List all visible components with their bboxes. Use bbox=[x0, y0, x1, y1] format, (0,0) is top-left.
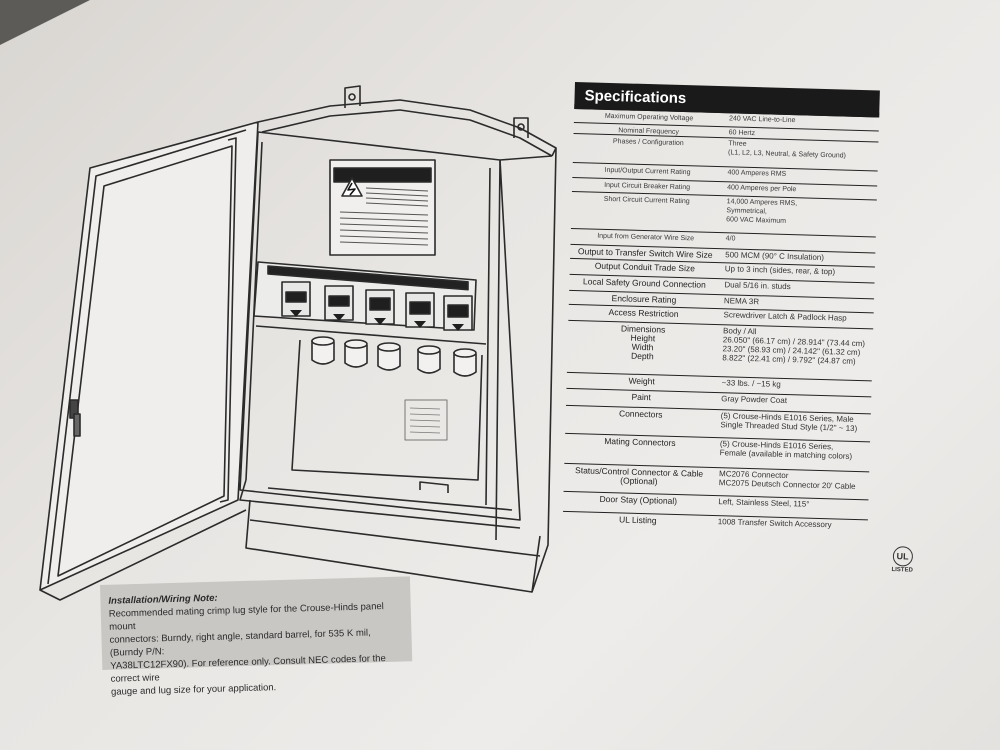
spec-key: Access Restriction bbox=[608, 307, 679, 319]
spec-value: 4/0 bbox=[725, 235, 736, 243]
spec-value: 400 Amperes RMS bbox=[727, 169, 787, 178]
spec-row: Dimensions Height Width Depth Body / All … bbox=[566, 320, 874, 382]
spec-key: Input/Output Current Rating bbox=[604, 166, 691, 177]
spec-key: Connectors bbox=[618, 408, 663, 420]
ul-listed-text: LISTED bbox=[891, 567, 913, 574]
spec-key: Output Conduit Trade Size bbox=[594, 260, 696, 274]
spec-value: NEMA 3R bbox=[723, 296, 760, 307]
spec-value: Dual 5/16 in. studs bbox=[724, 280, 791, 292]
spec-key: Door Stay (Optional) bbox=[599, 493, 678, 507]
spec-value: ~33 lbs. / ~15 kg bbox=[721, 378, 781, 389]
spec-value: Three (L1, L2, L3, Neutral, & Safety Gro… bbox=[727, 140, 847, 160]
spec-key: Enclosure Rating bbox=[611, 293, 677, 305]
spec-key: Status/Control Connector & Cable (Option… bbox=[574, 465, 704, 487]
spec-value: 1008 Transfer Switch Accessory bbox=[717, 517, 832, 530]
spec-key: UL Listing bbox=[618, 514, 657, 526]
spec-key: Maximum Operating Voltage bbox=[604, 112, 694, 123]
spec-value: 500 MCM (90° C Insulation) bbox=[725, 250, 825, 263]
spec-value: MC2076 Connector MC2075 Deutsch Connecto… bbox=[718, 469, 856, 491]
spec-value: 400 Amperes per Pole bbox=[727, 184, 797, 194]
specifications-table: Specifications Maximum Operating Voltage… bbox=[561, 82, 913, 590]
ul-listed-mark: UL LISTED bbox=[891, 546, 913, 574]
ul-logo-icon: UL bbox=[892, 546, 913, 567]
spec-key: Input from Generator Wire Size bbox=[597, 232, 695, 243]
spec-key: Output to Transfer Switch Wire Size bbox=[577, 246, 713, 260]
spec-key: Dimensions Height Width Depth bbox=[620, 323, 666, 362]
spec-key: Paint bbox=[631, 391, 652, 403]
spec-value: (5) Crouse-Hinds E1016 Series, Female (a… bbox=[719, 439, 853, 461]
spec-value: (5) Crouse-Hinds E1016 Series, Male Sing… bbox=[720, 411, 858, 434]
spec-value: 240 VAC Line-to-Line bbox=[728, 115, 796, 125]
installation-note: Installation/Wiring Note: Recommended ma… bbox=[100, 576, 413, 698]
spec-key: Local Safety Ground Connection bbox=[582, 276, 706, 290]
spec-value: Screwdriver Latch & Padlock Hasp bbox=[723, 310, 847, 323]
spec-value: 14,000 Amperes RMS, Symmetrical, 600 VAC… bbox=[726, 198, 798, 225]
spec-key: Input Circuit Breaker Rating bbox=[604, 181, 691, 192]
spec-value: Left, Stainless Steel, 115° bbox=[718, 497, 810, 509]
spec-key: Phases / Configuration bbox=[612, 138, 684, 148]
spec-value: Body / All 26.050" (66.17 cm) / 28.914" … bbox=[722, 326, 866, 366]
spec-key: Weight bbox=[628, 375, 655, 387]
spec-key: Short Circuit Current Rating bbox=[603, 195, 690, 206]
spec-value: Gray Powder Coat bbox=[721, 394, 788, 406]
spec-value: Up to 3 inch (sides, rear, & top) bbox=[724, 264, 836, 277]
spec-key: Mating Connectors bbox=[604, 435, 676, 448]
